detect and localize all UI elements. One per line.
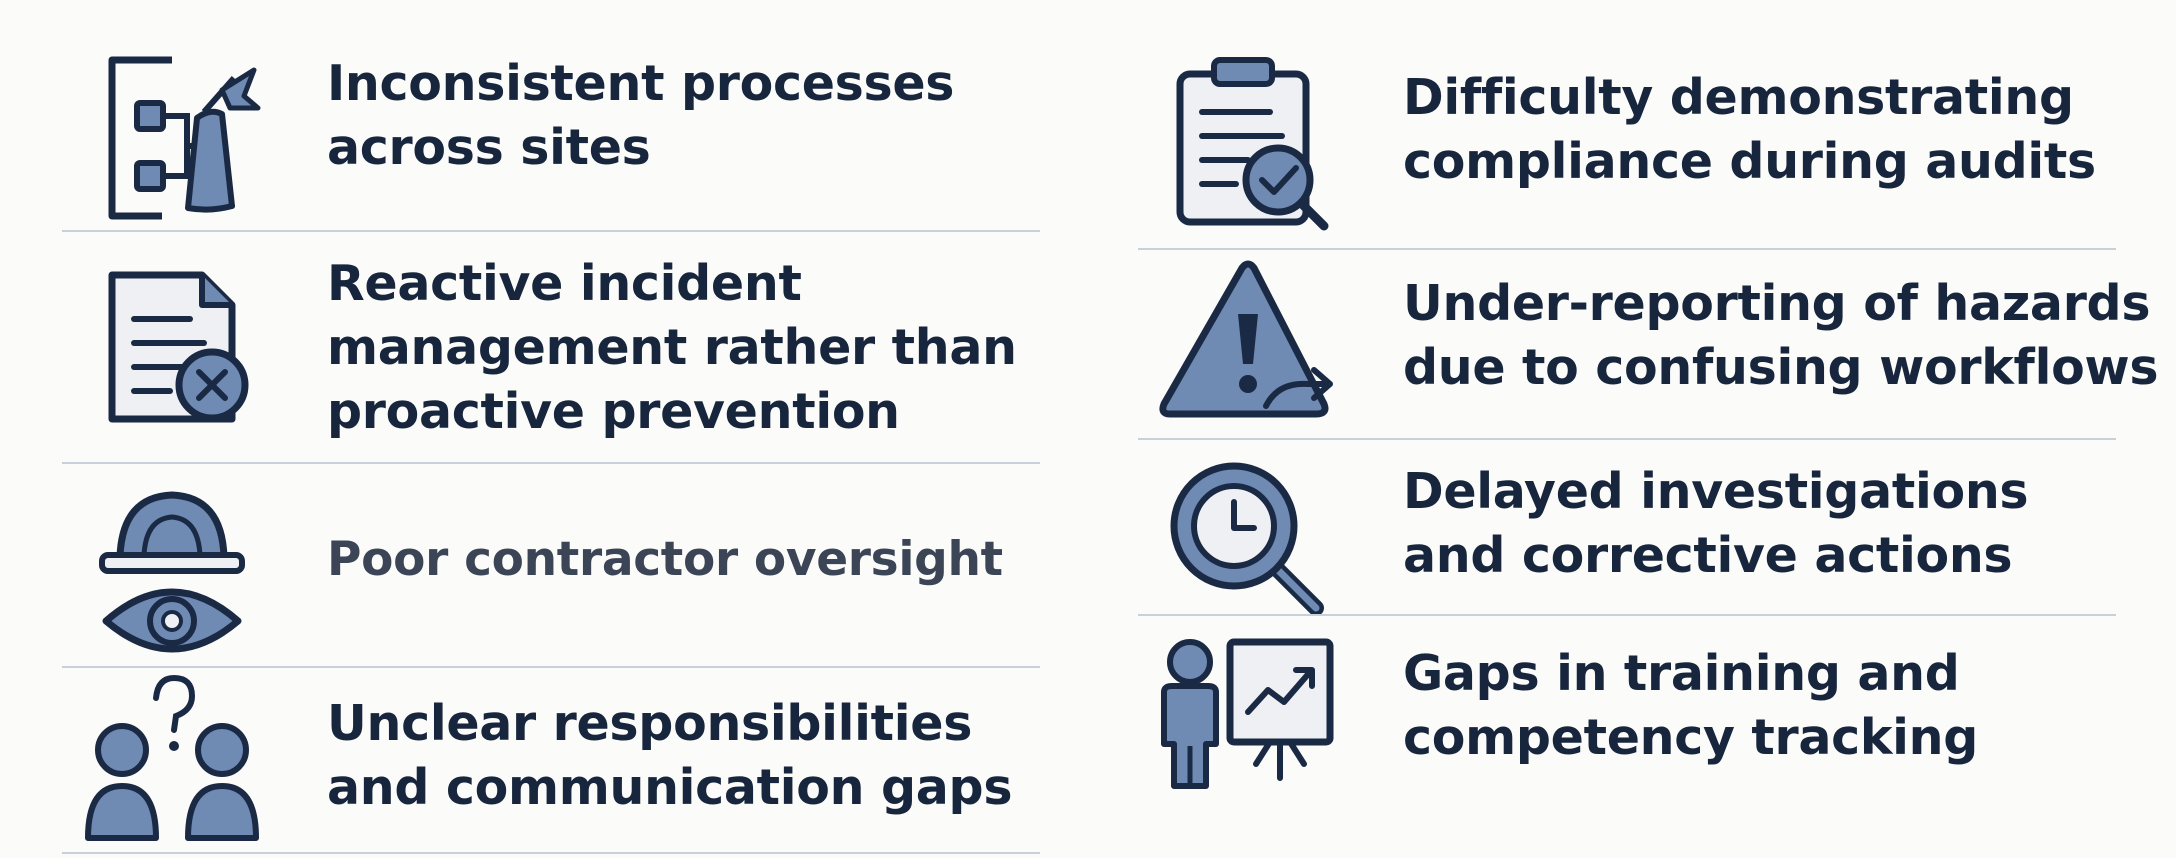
challenge-item: Unclear responsibilities and communicati…	[62, 668, 1040, 854]
trainer-board-icon	[1158, 628, 1338, 808]
label-line: Difficulty demonstrating	[1403, 69, 2074, 126]
challenge-label: Reactive incident management rather than…	[327, 252, 1020, 444]
challenge-label: Poor contractor oversight	[327, 528, 1020, 592]
label-line: and communication gaps	[327, 759, 1013, 816]
challenge-label: Inconsistent processes across sites	[327, 52, 1020, 180]
label-line: proactive prevention	[327, 383, 900, 440]
label-line: compliance during audits	[1403, 133, 2096, 190]
challenge-item: Delayed investigations and corrective ac…	[1138, 440, 2116, 616]
challenge-item: Poor contractor oversight	[62, 464, 1040, 666]
divider	[62, 666, 1040, 668]
challenge-label: Difficulty demonstrating compliance duri…	[1403, 66, 2096, 194]
challenge-item: Reactive incident management rather than…	[62, 232, 1040, 462]
people-question-icon	[82, 668, 262, 848]
label-line: management rather than	[327, 319, 1017, 376]
challenge-item: Inconsistent processes across sites	[62, 40, 1040, 230]
challenge-item: Difficulty demonstrating compliance duri…	[1138, 40, 2116, 248]
clock-magnifier-icon	[1158, 450, 1338, 630]
workflow-flag-icon	[82, 48, 262, 228]
divider	[1138, 438, 2116, 440]
challenge-label: Delayed investigations and corrective ac…	[1403, 460, 2096, 588]
label-line: across sites	[327, 119, 651, 176]
label-line: Poor contractor oversight	[327, 532, 1003, 587]
challenge-item: Under-reporting of hazards due to confus…	[1138, 250, 2159, 438]
label-line: Gaps in training and	[1403, 645, 1960, 702]
divider	[62, 852, 1040, 854]
label-line: Unclear responsibilities	[327, 695, 973, 752]
divider	[1138, 614, 2116, 616]
label-line: due to confusing workflows	[1403, 339, 2159, 396]
document-reject-icon	[82, 257, 262, 437]
label-line: Inconsistent processes	[327, 55, 955, 112]
label-line: Delayed investigations	[1403, 463, 2029, 520]
label-line: Reactive incident	[327, 255, 802, 312]
challenge-item: Gaps in training and competency tracking	[1138, 616, 2116, 816]
divider	[1138, 248, 2116, 250]
label-line: competency tracking	[1403, 709, 1979, 766]
challenge-label: Under-reporting of hazards due to confus…	[1403, 272, 2159, 400]
warning-arrow-icon	[1158, 256, 1338, 436]
label-line: Under-reporting of hazards	[1403, 275, 2151, 332]
label-line: and corrective actions	[1403, 527, 2013, 584]
divider	[62, 230, 1040, 232]
challenge-label: Gaps in training and competency tracking	[1403, 642, 2096, 770]
hardhat-eye-icon	[82, 479, 262, 659]
clipboard-check-icon	[1158, 54, 1338, 234]
divider	[62, 462, 1040, 464]
challenge-label: Unclear responsibilities and communicati…	[327, 692, 1020, 820]
